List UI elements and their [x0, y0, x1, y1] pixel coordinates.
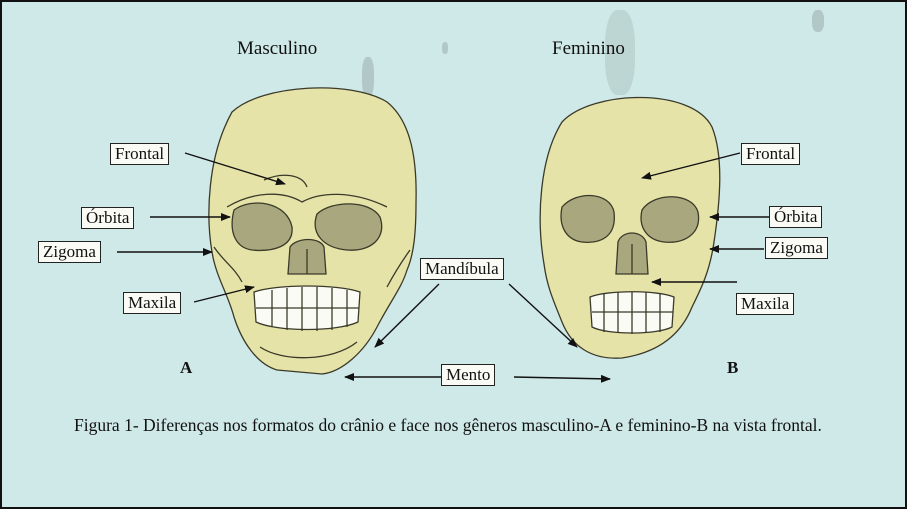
female-title: Feminino [552, 38, 625, 60]
letter-a: A [180, 358, 192, 378]
label-frontal-male: Frontal [110, 143, 169, 165]
label-mento: Mento [441, 364, 495, 386]
label-frontal-female: Frontal [741, 143, 800, 165]
label-mandibula: Mandíbula [420, 258, 504, 280]
male-title: Masculino [237, 38, 317, 60]
figure-caption: Figura 1- Diferenças nos formatos do crâ… [74, 410, 854, 441]
label-maxila-male: Maxila [123, 292, 181, 314]
label-zigoma-male: Zigoma [38, 241, 101, 263]
letter-b: B [727, 358, 738, 378]
label-zigoma-female: Zigoma [765, 237, 828, 259]
label-maxila-female: Maxila [736, 293, 794, 315]
male-skull [209, 88, 416, 374]
female-skull [540, 97, 720, 358]
label-orbita-female: Órbita [769, 206, 822, 228]
label-orbita-male: Órbita [81, 207, 134, 229]
